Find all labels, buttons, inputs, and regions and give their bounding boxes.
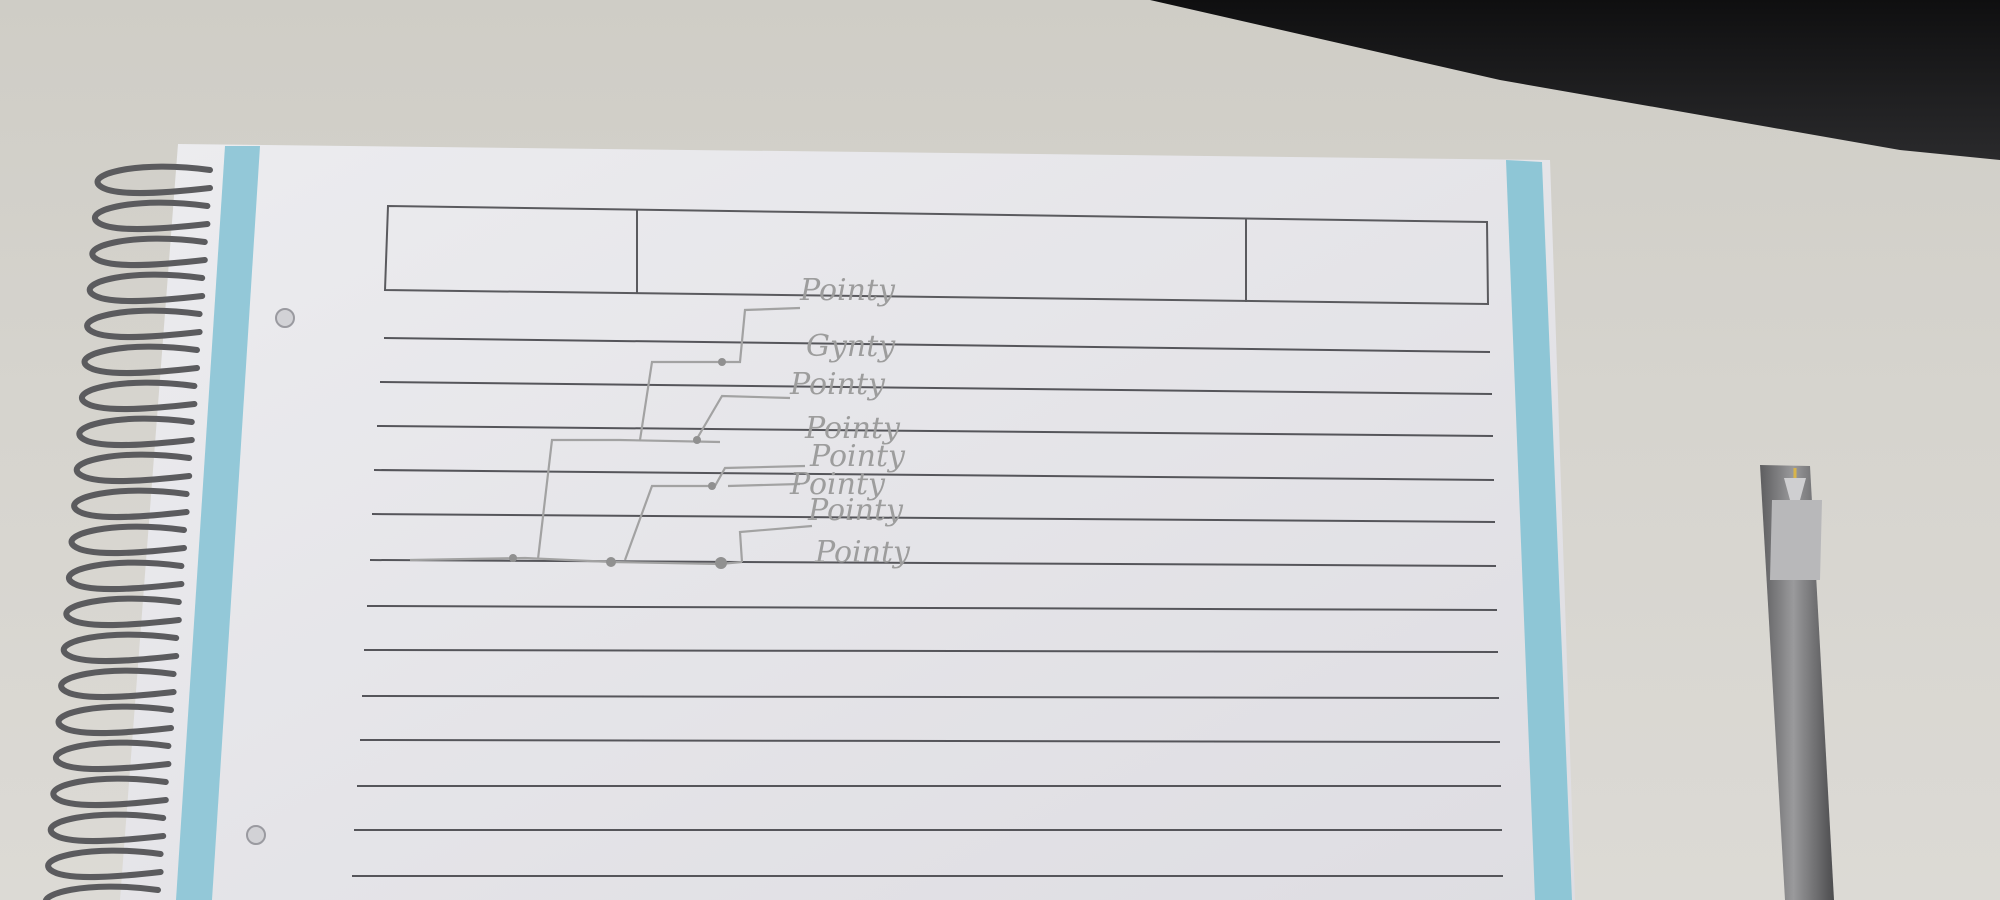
pencil-tree-diagram — [409, 306, 813, 566]
ruled-lines — [352, 337, 1503, 877]
spiral-coil — [84, 307, 203, 341]
spiral-binding — [42, 163, 213, 900]
spiral-coil — [53, 739, 172, 773]
spiral-coil — [66, 559, 185, 593]
tree-nodes — [509, 358, 727, 569]
tree-label-7: Pointy — [807, 493, 904, 528]
spiral-coil — [47, 811, 167, 845]
spiral-coil — [73, 451, 193, 485]
spiral-coil — [94, 163, 213, 197]
spiral-coil — [92, 199, 211, 233]
spiral-coil — [79, 379, 198, 413]
right-blue-margin — [1506, 160, 1572, 900]
notebook-page — [120, 144, 1575, 900]
spiral-coil — [55, 703, 174, 737]
punch-hole-top — [275, 308, 295, 328]
laptop-corner — [1150, 0, 2000, 160]
tree-label-2: Gynty — [806, 329, 896, 364]
punch-hole-bottom — [246, 825, 266, 845]
spiral-coil — [86, 271, 206, 305]
spiral-coil — [63, 595, 182, 629]
spiral-coil — [60, 631, 180, 665]
spiral-coil — [89, 235, 208, 269]
left-blue-margin — [176, 146, 260, 900]
tree-label-3: Pointy — [789, 367, 886, 402]
tree-label-5: Pointy — [809, 439, 906, 474]
spiral-coil — [50, 775, 169, 809]
spiral-coil — [42, 883, 161, 900]
spiral-coil — [76, 415, 195, 449]
spiral-coil — [71, 487, 190, 521]
spiral-coil — [81, 343, 200, 377]
spiral-coil — [45, 847, 164, 881]
tree-label-6: Pointy — [789, 467, 886, 502]
tree-label-4: Pointy — [804, 411, 901, 446]
tree-label-8: Pointy — [814, 535, 911, 570]
spiral-coil — [58, 667, 177, 701]
header-box — [383, 204, 1490, 306]
mechanical-pencil — [1760, 465, 1834, 900]
tree-label-1: Pointy — [799, 273, 896, 308]
spiral-coil — [68, 523, 187, 557]
